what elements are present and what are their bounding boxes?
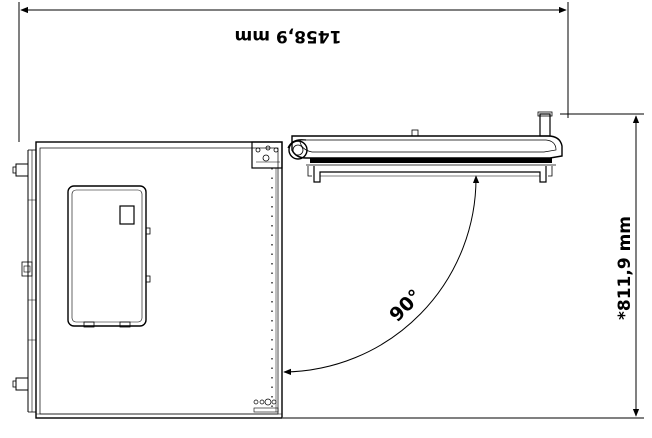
angle-arc xyxy=(283,175,480,376)
open-lid xyxy=(287,111,563,183)
cabinet-body xyxy=(12,141,283,419)
width-label: 1458,9 mm xyxy=(235,26,342,46)
angle-indicator: 90° xyxy=(283,175,480,376)
hinge-column xyxy=(251,141,283,413)
control-box xyxy=(67,185,151,328)
display-window xyxy=(119,205,135,225)
width-dimension: 1458,9 mm xyxy=(18,2,569,142)
height-label: *811,9 mm xyxy=(615,216,635,320)
height-dimension: *811,9 mm xyxy=(283,113,644,419)
angle-label: 90° xyxy=(385,285,426,326)
